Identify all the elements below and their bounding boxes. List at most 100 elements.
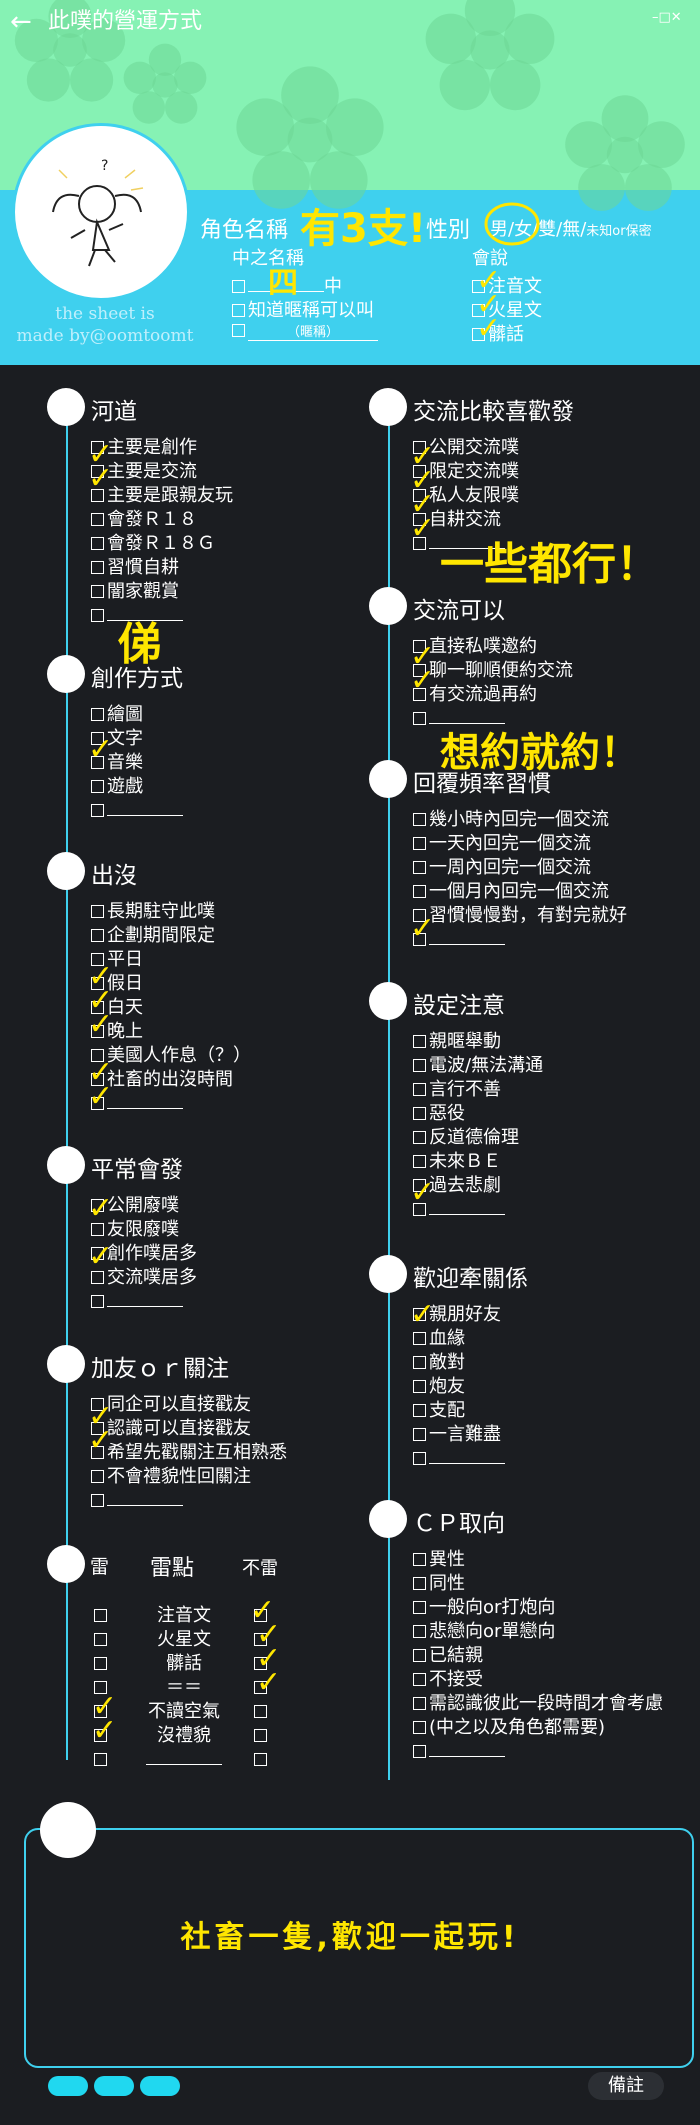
thunder-checkbox[interactable] xyxy=(94,1729,107,1742)
checkbox-item[interactable]: 假日 xyxy=(91,972,143,996)
checkbox[interactable] xyxy=(91,1398,104,1411)
checkbox[interactable] xyxy=(91,905,104,918)
checkbox[interactable] xyxy=(413,1107,426,1120)
checkbox-item[interactable]: 親朋好友 xyxy=(413,1303,501,1327)
checkbox[interactable] xyxy=(91,1470,104,1483)
middle-name-row-3[interactable]: （暱稱） xyxy=(232,320,378,341)
checkbox-item[interactable]: 希望先戳關注互相熟悉 xyxy=(91,1441,287,1465)
checkbox-item[interactable] xyxy=(91,1092,183,1116)
speaks-option[interactable]: 髒話 xyxy=(472,320,524,346)
checkbox-item[interactable]: 會發Ｒ１８Ｇ xyxy=(91,532,215,556)
not-thunder-checkbox[interactable] xyxy=(254,1729,267,1742)
thunder-checkbox[interactable] xyxy=(94,1681,107,1694)
checkbox[interactable] xyxy=(413,1577,426,1590)
checkbox[interactable] xyxy=(413,441,426,454)
checkbox[interactable] xyxy=(91,1097,104,1110)
not-thunder-checkbox[interactable] xyxy=(254,1657,267,1670)
checkbox[interactable] xyxy=(413,1553,426,1566)
checkbox-item[interactable] xyxy=(413,1198,505,1222)
checkbox[interactable] xyxy=(413,465,426,478)
middle-name-row-2[interactable]: 知道暱稱可以叫 xyxy=(232,296,374,322)
checkbox[interactable] xyxy=(413,1745,426,1758)
checkbox[interactable] xyxy=(91,804,104,817)
checkbox-item[interactable]: 未來ＢＥ xyxy=(413,1150,501,1174)
checkbox-item[interactable]: 過去悲劇 xyxy=(413,1174,501,1198)
checkbox-item[interactable]: 限定交流噗 xyxy=(413,460,519,484)
notes-button[interactable]: 備註 xyxy=(588,2072,664,2100)
checkbox-item[interactable] xyxy=(413,532,505,556)
checkbox-item[interactable]: 不接受 xyxy=(413,1668,483,1692)
checkbox-item[interactable]: 同性 xyxy=(413,1572,465,1596)
checkbox-item[interactable]: 社畜的出沒時間 xyxy=(91,1068,233,1092)
checkbox-item[interactable]: (中之以及角色都需要) xyxy=(413,1716,605,1740)
checkbox-item[interactable]: 已結親 xyxy=(413,1644,483,1668)
checkbox-item[interactable]: 企劃期間限定 xyxy=(91,924,215,948)
thunder-checkbox[interactable] xyxy=(94,1657,107,1670)
checkbox-item[interactable]: 惡役 xyxy=(413,1102,465,1126)
checkbox-item[interactable] xyxy=(413,707,505,731)
thunder-checkbox[interactable] xyxy=(94,1705,107,1718)
checkbox[interactable] xyxy=(413,1380,426,1393)
page-pill-1[interactable] xyxy=(48,2076,88,2096)
checkbox[interactable] xyxy=(91,441,104,454)
checkbox[interactable] xyxy=(91,1494,104,1507)
checkbox[interactable] xyxy=(91,1001,104,1014)
checkbox[interactable] xyxy=(91,1223,104,1236)
not-thunder-checkbox[interactable] xyxy=(254,1633,267,1646)
checkbox[interactable] xyxy=(413,1428,426,1441)
checkbox[interactable] xyxy=(91,953,104,966)
checkbox[interactable] xyxy=(413,837,426,850)
checkbox[interactable] xyxy=(413,712,426,725)
checkbox[interactable] xyxy=(91,1422,104,1435)
checkbox[interactable] xyxy=(413,1601,426,1614)
checkbox[interactable] xyxy=(413,1308,426,1321)
middle-name-row-1[interactable]: 中 xyxy=(232,272,342,298)
checkbox-item[interactable]: 支配 xyxy=(413,1399,465,1423)
checkbox-item[interactable]: 文字 xyxy=(91,727,143,751)
checkbox[interactable] xyxy=(413,1356,426,1369)
checkbox-item[interactable]: 親暱舉動 xyxy=(413,1030,501,1054)
checkbox[interactable] xyxy=(91,977,104,990)
checkbox-item[interactable] xyxy=(413,1740,505,1764)
checkbox-item[interactable] xyxy=(91,799,183,823)
window-controls[interactable]: –□✕ xyxy=(652,10,682,25)
checkbox[interactable] xyxy=(413,640,426,653)
checkbox-item[interactable]: 同企可以直接戳友 xyxy=(91,1393,251,1417)
checkbox-item[interactable]: 需認識彼此一段時間才會考慮 xyxy=(413,1692,663,1716)
checkbox-item[interactable]: 公開廢噗 xyxy=(91,1194,179,1218)
checkbox-item[interactable]: 主要是跟親友玩 xyxy=(91,484,233,508)
checkbox-item[interactable]: 習慣慢慢對，有對完就好 xyxy=(413,904,627,928)
checkbox-item[interactable] xyxy=(91,1489,183,1513)
checkbox[interactable] xyxy=(413,537,426,550)
checkbox-item[interactable]: 長期駐守此噗 xyxy=(91,900,215,924)
checkbox-item[interactable]: 幾小時內回完一個交流 xyxy=(413,808,609,832)
checkbox[interactable] xyxy=(413,688,426,701)
checkbox-item[interactable] xyxy=(91,604,183,628)
checkbox-item[interactable]: 反道德倫理 xyxy=(413,1126,519,1150)
checkbox-item[interactable] xyxy=(413,1447,505,1471)
checkbox[interactable] xyxy=(413,1404,426,1417)
checkbox[interactable] xyxy=(91,756,104,769)
checkbox-item[interactable]: 友限廢噗 xyxy=(91,1218,179,1242)
checkbox-item[interactable]: 一般向or打炮向 xyxy=(413,1596,555,1620)
checkbox[interactable] xyxy=(413,1083,426,1096)
checkbox-item[interactable]: 白天 xyxy=(91,996,143,1020)
checkbox-item[interactable]: 習慣自耕 xyxy=(91,556,179,580)
checkbox-item[interactable]: 交流噗居多 xyxy=(91,1266,197,1290)
checkbox[interactable] xyxy=(91,780,104,793)
not-thunder-checkbox[interactable] xyxy=(254,1705,267,1718)
checkbox-item[interactable]: 自耕交流 xyxy=(413,508,501,532)
checkbox-item[interactable]: 私人友限噗 xyxy=(413,484,519,508)
checkbox[interactable] xyxy=(413,1721,426,1734)
back-arrow-icon[interactable]: ← xyxy=(10,7,32,37)
checkbox-item[interactable]: 闇家觀賞 xyxy=(91,580,179,604)
thunder-checkbox[interactable] xyxy=(94,1609,107,1622)
checkbox[interactable] xyxy=(91,537,104,550)
checkbox[interactable] xyxy=(91,1295,104,1308)
checkbox[interactable] xyxy=(413,885,426,898)
checkbox[interactable] xyxy=(413,1452,426,1465)
thunder-checkbox[interactable] xyxy=(94,1633,107,1646)
checkbox-item[interactable]: 直接私噗邀約 xyxy=(413,635,537,659)
checkbox[interactable] xyxy=(91,465,104,478)
checkbox-item[interactable]: 異性 xyxy=(413,1548,465,1572)
